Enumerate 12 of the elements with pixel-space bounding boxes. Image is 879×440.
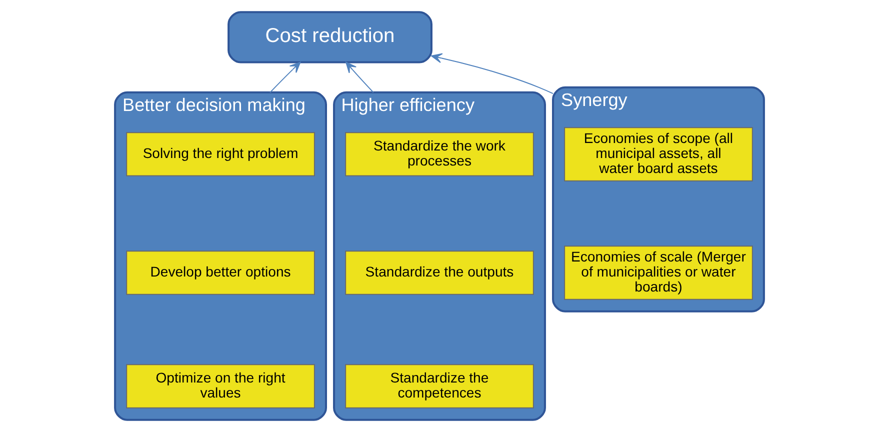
arrow [346, 62, 374, 93]
node-box: Standardize the work processes [345, 132, 534, 176]
arrow [431, 53, 554, 94]
node-box: Optimize on the right values [126, 364, 315, 408]
node-box: Standardize the competences [345, 364, 534, 408]
node-box: Standardize the outputs [345, 250, 534, 295]
node-box: Develop better options [126, 250, 315, 295]
node-box: Solving the right problem [126, 132, 315, 176]
node-box: Cost reduction [228, 11, 432, 64]
node-box: Economies of scale (Merger of municipalities or water boards) [564, 246, 753, 300]
arrow [270, 62, 301, 93]
node-box: Economies of scope (all municipal assets, all water board assets [564, 127, 753, 182]
